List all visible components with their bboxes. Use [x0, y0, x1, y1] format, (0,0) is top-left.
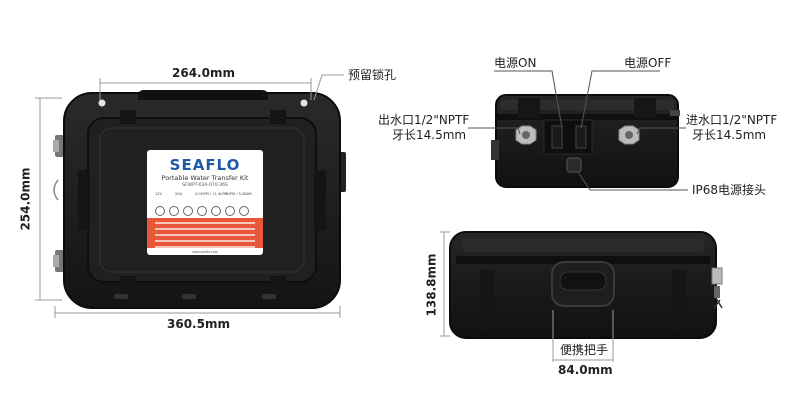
- spec-voltage: 12V: [155, 192, 163, 196]
- inlet-callout-line1: 进水口1/2"NPTF: [686, 113, 778, 127]
- product-name: Portable Water Transfer Kit: [161, 174, 249, 182]
- case-front-view: [491, 94, 680, 188]
- feature-icons: [153, 206, 257, 216]
- outlet-callout-line1: 出水口1/2"NPTF: [378, 113, 470, 127]
- feature-icon: [197, 206, 207, 216]
- website-text: www.seaflo.com: [192, 250, 218, 254]
- model-number: SFWPT-03A-070-36S: [182, 183, 228, 188]
- outlet-callout-line2: 牙长14.5mm: [392, 128, 467, 142]
- power-off-callout: 电源OFF: [624, 56, 672, 70]
- feature-icon: [169, 206, 179, 216]
- side-view-dimension-lines: [440, 231, 614, 362]
- feature-icon: [225, 206, 235, 216]
- feature-icon: [211, 206, 221, 216]
- top-view-dimension-lines: [35, 74, 344, 318]
- feature-icon: [239, 206, 249, 216]
- power-on-callout: 电源ON: [494, 56, 537, 70]
- feature-text-band: [147, 218, 263, 248]
- handle-width-dimension: 84.0mm: [558, 363, 613, 377]
- spec-current: 20A: [175, 192, 183, 196]
- handle-callout: 便携把手: [560, 343, 609, 357]
- feature-icon: [155, 206, 165, 216]
- feature-icon: [183, 206, 193, 216]
- case-side-view: [449, 231, 723, 339]
- side-height-dimension: 138.8mm: [424, 253, 439, 317]
- spec-flow: 3.0GPM / 11.4LPM: [195, 192, 228, 196]
- height-dimension: 254.0mm: [18, 167, 33, 231]
- product-label-sticker: SEAFLO Portable Water Transfer Kit SFWPT…: [147, 150, 263, 255]
- brand-logo: SEAFLO: [169, 156, 241, 174]
- top-width-dimension: 264.0mm: [172, 66, 235, 80]
- front-view-leaders: [468, 70, 688, 191]
- spec-row: 12V 20A 3.0GPM / 11.4LPM 70PSI / 5.2BAR: [153, 192, 257, 202]
- spec-pressure: 70PSI / 5.2BAR: [225, 192, 252, 196]
- ip68-connector-callout: IP68电源接头: [692, 183, 767, 197]
- inlet-callout-line2: 牙长14.5mm: [692, 128, 767, 142]
- full-width-dimension: 360.5mm: [167, 317, 230, 331]
- lock-hole-callout: 预留锁孔: [348, 68, 397, 82]
